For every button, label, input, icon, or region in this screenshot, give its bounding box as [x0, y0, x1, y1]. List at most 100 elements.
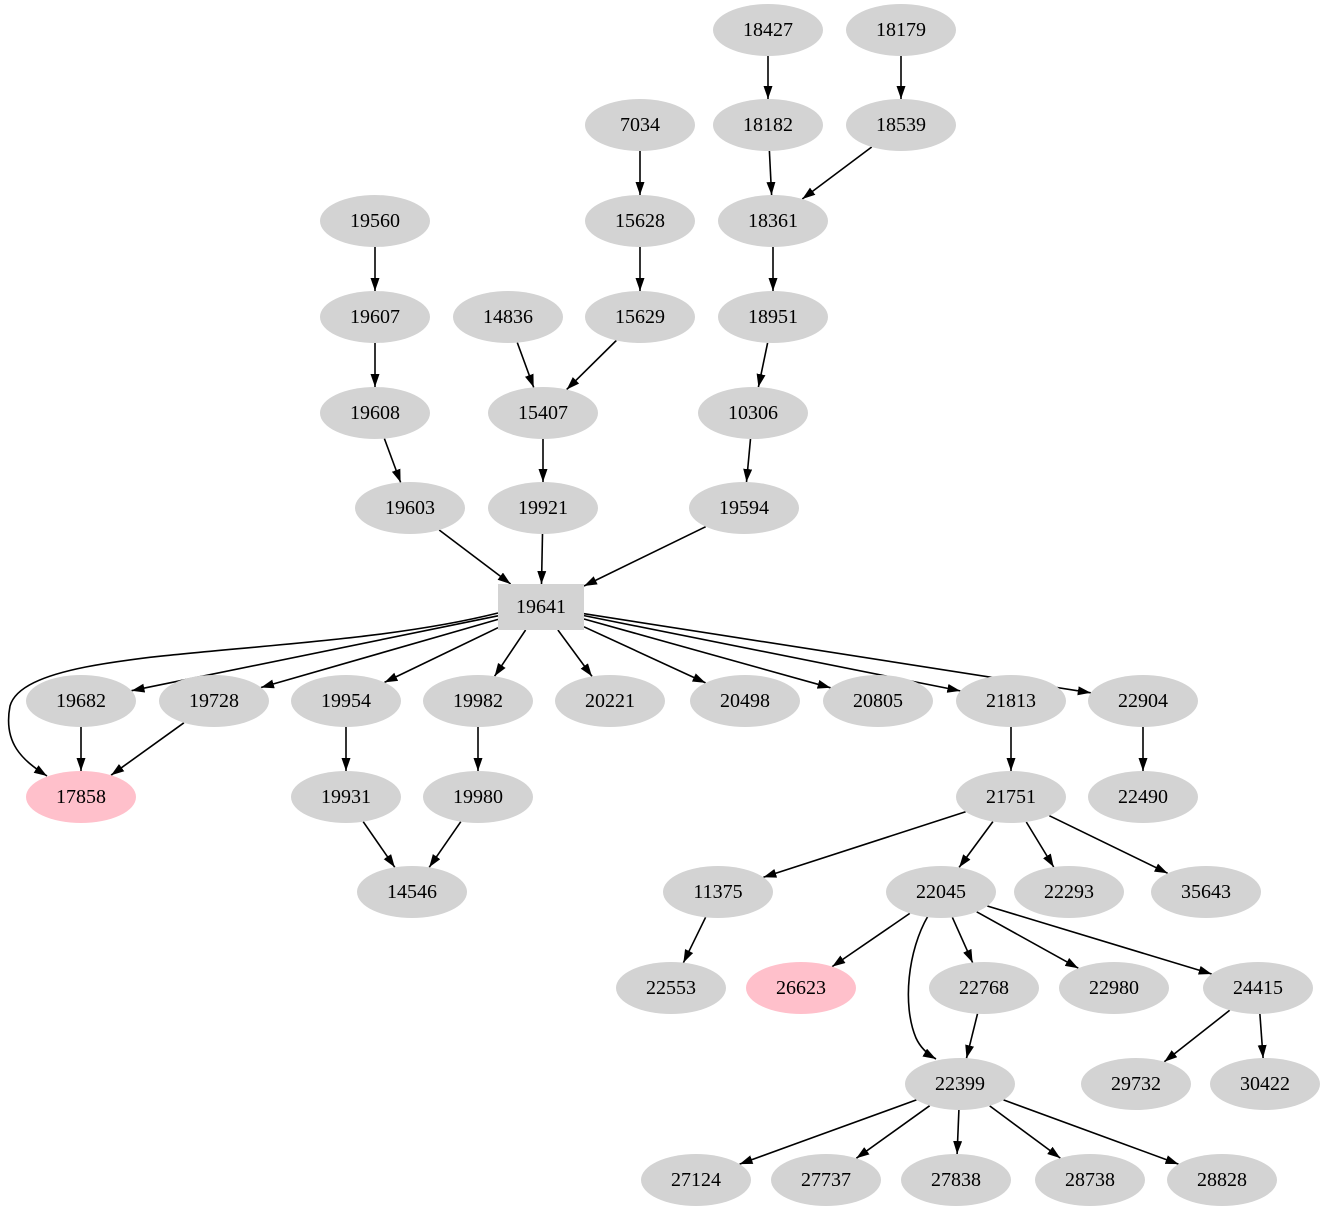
node-18361: 18361 — [718, 195, 828, 247]
node-label: 19931 — [321, 786, 371, 808]
node-label: 30422 — [1240, 1073, 1290, 1095]
node-label: 19982 — [453, 690, 503, 712]
node-27737: 27737 — [771, 1154, 881, 1206]
node-22768: 22768 — [929, 962, 1039, 1014]
edge-19980-14546 — [428, 821, 462, 868]
node-label: 28738 — [1065, 1169, 1115, 1191]
node-label: 19603 — [385, 497, 435, 519]
edge-22045-22768 — [951, 917, 974, 963]
node-19560: 19560 — [320, 195, 430, 247]
node-22399: 22399 — [905, 1058, 1015, 1110]
node-11375: 11375 — [663, 866, 773, 918]
node-20221: 20221 — [555, 675, 665, 727]
node-22904: 22904 — [1088, 675, 1198, 727]
node-20805: 20805 — [823, 675, 933, 727]
node-19608: 19608 — [320, 387, 430, 439]
node-label: 18179 — [876, 19, 926, 41]
node-18427: 18427 — [713, 4, 823, 56]
edge-10306-19594 — [743, 438, 753, 483]
node-20498: 20498 — [690, 675, 800, 727]
edge-15629-15407 — [566, 339, 617, 391]
edge-19728-17858 — [110, 722, 185, 776]
node-15407: 15407 — [488, 387, 598, 439]
node-label: 29732 — [1111, 1073, 1161, 1095]
node-17858: 17858 — [26, 771, 136, 823]
edge-19641-19982 — [493, 629, 527, 677]
node-19607: 19607 — [320, 291, 430, 343]
edge-18951-10306 — [756, 342, 769, 388]
node-label: 22490 — [1118, 786, 1168, 808]
edge-19641-20498 — [583, 626, 706, 684]
node-label: 22293 — [1044, 881, 1094, 903]
node-label: 20221 — [585, 690, 635, 712]
node-label: 27737 — [801, 1169, 851, 1191]
node-label: 19641 — [516, 596, 566, 618]
node-19594: 19594 — [689, 482, 799, 534]
node-label: 19980 — [453, 786, 503, 808]
edge-18539-18361 — [801, 146, 873, 200]
node-label: 17858 — [56, 786, 106, 808]
node-label: 18427 — [743, 19, 793, 41]
node-label: 22904 — [1118, 690, 1168, 712]
node-19682: 19682 — [26, 675, 136, 727]
node-26623: 26623 — [746, 962, 856, 1014]
node-label: 18951 — [748, 306, 798, 328]
edge-19608-19603 — [383, 438, 402, 483]
node-18182: 18182 — [713, 99, 823, 151]
node-18951: 18951 — [718, 291, 828, 343]
edge-22045-22980 — [976, 911, 1079, 969]
edges-group — [7, 56, 1267, 1165]
node-7034: 7034 — [585, 99, 695, 151]
node-35643: 35643 — [1151, 866, 1261, 918]
node-27124: 27124 — [641, 1154, 751, 1206]
node-label: 28828 — [1197, 1169, 1247, 1191]
node-label: 22553 — [646, 977, 696, 999]
node-label: 22980 — [1089, 977, 1139, 999]
node-label: 24415 — [1233, 977, 1283, 999]
node-19921: 19921 — [488, 482, 598, 534]
node-21751: 21751 — [956, 771, 1066, 823]
node-label: 18539 — [876, 114, 926, 136]
edge-22045-22399 — [907, 915, 937, 1060]
edge-22399-27838 — [953, 1109, 963, 1155]
node-label: 22045 — [916, 881, 966, 903]
node-18539: 18539 — [846, 99, 956, 151]
node-label: 18361 — [748, 210, 798, 232]
node-label: 20498 — [720, 690, 770, 712]
node-label: 11375 — [693, 881, 743, 903]
node-27838: 27838 — [901, 1154, 1011, 1206]
edge-22045-26623 — [831, 912, 911, 968]
edge-21751-11375 — [763, 810, 966, 879]
node-label: 19560 — [350, 210, 400, 232]
edge-21751-22293 — [1025, 821, 1055, 868]
node-22045: 22045 — [886, 866, 996, 918]
node-label: 22399 — [935, 1073, 985, 1095]
node-label: 20805 — [853, 690, 903, 712]
node-label: 19954 — [321, 690, 371, 712]
node-label: 19682 — [56, 690, 106, 712]
edge-14836-15407 — [516, 342, 535, 388]
edge-19641-20805 — [583, 618, 831, 689]
edge-22399-27737 — [855, 1105, 931, 1159]
edge-18182-18361 — [766, 150, 776, 196]
edge-19641-20221 — [557, 629, 593, 677]
node-14836: 14836 — [453, 291, 563, 343]
node-label: 15629 — [615, 306, 665, 328]
node-label: 19607 — [350, 306, 400, 328]
node-21813: 21813 — [956, 675, 1066, 727]
node-label: 15628 — [615, 210, 665, 232]
edge-22399-28738 — [989, 1105, 1061, 1159]
node-label: 21751 — [986, 786, 1036, 808]
node-label: 21813 — [986, 690, 1036, 712]
node-28828: 28828 — [1167, 1154, 1277, 1206]
node-label: 19921 — [518, 497, 568, 519]
edge-19931-14546 — [362, 821, 396, 868]
node-19954: 19954 — [291, 675, 401, 727]
node-label: 27124 — [671, 1169, 721, 1191]
edge-19641-17858 — [7, 612, 499, 777]
node-label: 19728 — [189, 690, 239, 712]
edge-19641-19728 — [260, 618, 499, 689]
edge-19603-19641 — [438, 529, 512, 585]
node-19641: 19641 — [498, 584, 584, 630]
node-label: 14836 — [483, 306, 533, 328]
